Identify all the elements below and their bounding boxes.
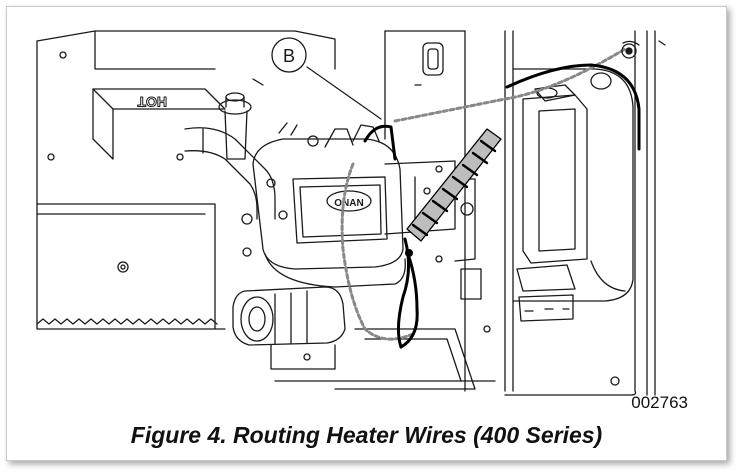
figure-frame: HOT ONAN: [6, 6, 727, 461]
hot-stamp-text: HOT: [137, 94, 167, 110]
figure-caption: Figure 4. Routing Heater Wires (400 Seri…: [130, 422, 603, 448]
hot-warning-plate: HOT: [92, 88, 226, 160]
starter-motor: [232, 286, 346, 370]
engine-block: ONAN: [241, 122, 406, 288]
generator-housing: [36, 30, 336, 330]
hidden-wire-path: [340, 47, 627, 341]
exhaust-pipe: [184, 127, 276, 220]
heater-wire: [363, 63, 641, 349]
engine-brand-text: ONAN: [334, 198, 363, 209]
callout-b-label: B: [283, 46, 295, 66]
wire-junction-dot: [405, 249, 413, 257]
ground-connector: [621, 43, 637, 59]
callout-b: B: [271, 37, 382, 120]
spiral-wire-wrap: [406, 128, 502, 242]
figure-reference-code: 002763: [631, 393, 688, 412]
oil-filler-cap: [218, 78, 264, 160]
heater-box: [512, 40, 666, 322]
engine-illustration: HOT ONAN: [36, 30, 666, 396]
cabinet-door: [384, 30, 656, 396]
